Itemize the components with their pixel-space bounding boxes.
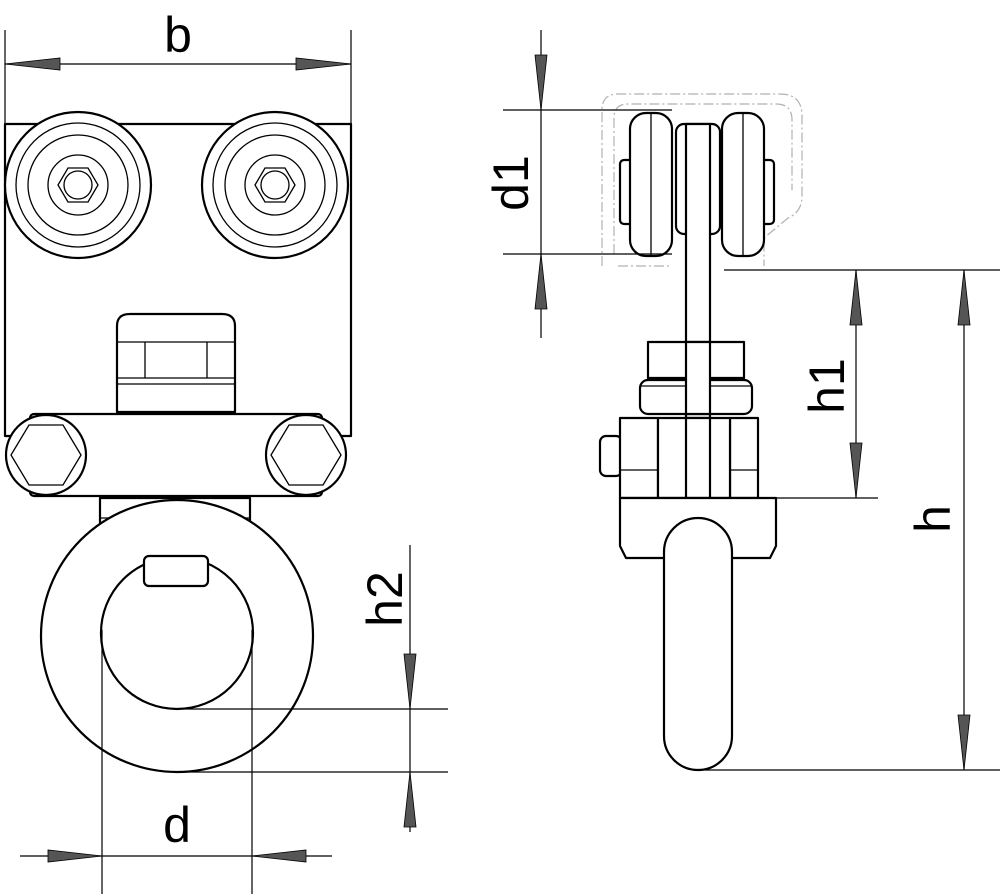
dimension-d: d bbox=[20, 630, 332, 894]
label-d: d bbox=[163, 797, 191, 853]
eye-ring bbox=[39, 498, 315, 774]
label-b: b bbox=[164, 7, 192, 63]
dimension-h1: h1 bbox=[724, 269, 1000, 499]
right-bolt bbox=[264, 413, 348, 497]
left-wheel bbox=[3, 110, 153, 260]
center-nut bbox=[115, 312, 237, 414]
dimension-h2: h2 bbox=[175, 545, 448, 832]
eye-neck bbox=[142, 554, 210, 588]
front-view bbox=[3, 110, 353, 774]
dimension-d1: d1 bbox=[483, 30, 672, 338]
label-d1: d1 bbox=[483, 155, 539, 211]
dimension-b: b bbox=[4, 7, 352, 124]
left-bolt bbox=[4, 413, 88, 497]
side-eye bbox=[662, 516, 734, 772]
label-h: h bbox=[905, 505, 961, 533]
side-bar bbox=[598, 416, 760, 500]
right-wheel bbox=[200, 110, 350, 260]
side-wheel-left bbox=[618, 111, 674, 258]
label-h1: h1 bbox=[799, 358, 855, 414]
label-h2: h2 bbox=[357, 571, 413, 627]
track-outline bbox=[601, 93, 803, 266]
side-view bbox=[598, 93, 803, 772]
dimension-h: h bbox=[700, 269, 1000, 771]
side-wheel-right bbox=[720, 111, 776, 258]
side-nut bbox=[638, 340, 754, 416]
